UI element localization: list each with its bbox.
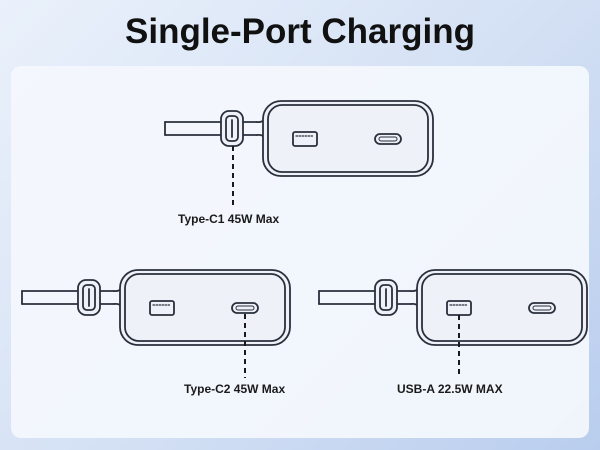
powerbank-diagram-usb-a <box>318 269 588 378</box>
powerbank-diagram-type-c2 <box>21 269 291 378</box>
page-title: Single-Port Charging <box>125 12 475 51</box>
label-type-c1: Type-C1 45W Max <box>178 212 280 226</box>
label-usb-a: USB-A 22.5W MAX <box>397 382 503 396</box>
powerbank-diagram-type-c1 <box>164 100 434 208</box>
label-type-c2: Type-C2 45W Max <box>184 382 286 396</box>
